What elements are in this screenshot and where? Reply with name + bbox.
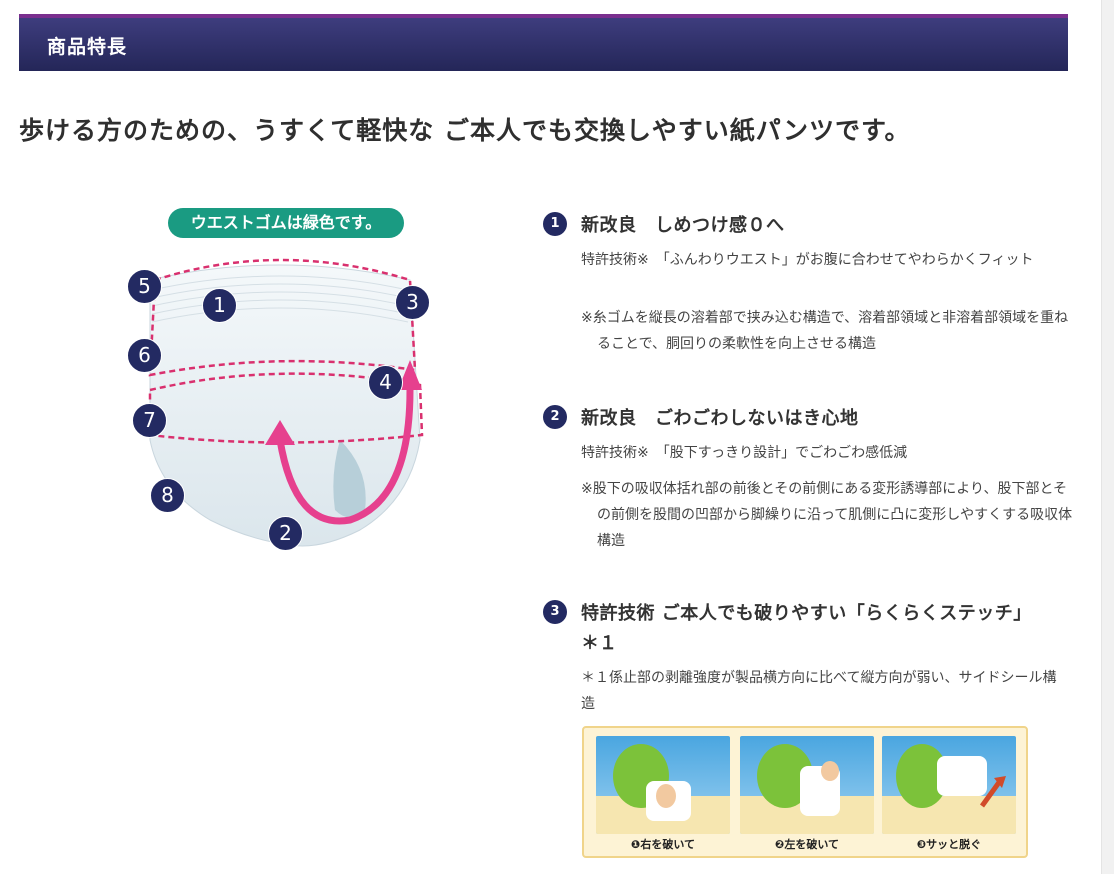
- step-caption: ❸サッと脱ぐ: [916, 838, 982, 851]
- figure-number-6: 6: [127, 338, 162, 373]
- scrollbar[interactable]: [1101, 0, 1114, 874]
- feature-title: 特許技術 ご本人でも破りやすい「らくらくステッチ」: [581, 603, 1032, 624]
- waist-badge: ウエストゴムは緑色です。: [168, 208, 404, 238]
- number-badge: 2: [543, 405, 567, 429]
- feature-note: ＊１係止部の剥離強度が製品横方向に比べて縦方向が弱い、サイドシール構造: [581, 670, 1057, 712]
- step-caption: ❶右を破いて: [631, 838, 695, 851]
- number-badge: 3: [543, 600, 567, 624]
- page-headline: 歩ける方のための、うすくて軽快な ご本人でも交換しやすい紙パンツです。: [19, 116, 911, 145]
- feature-2: 2 新改良 ごわごわしないはき心地 特許技術※ 「股下すっきり設計」でごわごわ感…: [543, 404, 1072, 549]
- step-3: ❸サッと脱ぐ: [882, 736, 1016, 852]
- feature-note: ※股下の吸収体括れ部の前後とその前側にある変形誘導部により、股下部とその前側を股…: [581, 481, 1073, 549]
- section-title: 商品特長: [47, 36, 128, 58]
- step-caption: ❷左を破いて: [775, 838, 839, 851]
- step-2: ❷左を破いて: [740, 736, 874, 852]
- figure-number-3: 3: [395, 285, 430, 320]
- product-illustration: ウエストゴムは緑色です。 5 1 3 6 4: [120, 200, 440, 570]
- feature-title: 新改良 ごわごわしないはき心地: [581, 408, 859, 429]
- figure-number-7: 7: [132, 403, 167, 438]
- steps-illustration: ❶右を破いて ❷左を破いて ❸サッと脱ぐ: [582, 726, 1028, 858]
- number-badge: 1: [543, 212, 567, 236]
- figure-number-2: 2: [268, 516, 303, 551]
- feature-title: 新改良 しめつけ感０へ: [581, 215, 785, 236]
- step-image: [882, 736, 1016, 834]
- figure-number-1: 1: [202, 288, 237, 323]
- feature-note: ※糸ゴムを縦長の溶着部で挟み込む構造で、溶着部領域と非溶着部領域を重ねることで、…: [581, 310, 1069, 352]
- feature-text: 特許技術※ 「ふんわりウエスト」がお腹に合わせてやわらかくフィット: [581, 252, 1034, 268]
- step-1: ❶右を破いて: [596, 736, 730, 852]
- feature-text: 特許技術※ 「股下すっきり設計」でごわごわ感低減: [581, 445, 908, 461]
- step-image: [740, 736, 874, 834]
- figure-number-5: 5: [127, 269, 162, 304]
- figure-number-4: 4: [368, 365, 403, 400]
- step-image: [596, 736, 730, 834]
- feature-1: 1 新改良 しめつけ感０へ 特許技術※ 「ふんわりウエスト」がお腹に合わせてやわ…: [543, 211, 1068, 352]
- feature-3: 3 特許技術 ご本人でも破りやすい「らくらくステッチ」 ＊１ ＊１係止部の剥離強…: [543, 599, 1063, 712]
- figure-number-8: 8: [150, 478, 185, 513]
- feature-title-cont: ＊１: [581, 633, 617, 654]
- section-header: 商品特長: [19, 14, 1068, 71]
- diaper-image: [148, 258, 424, 547]
